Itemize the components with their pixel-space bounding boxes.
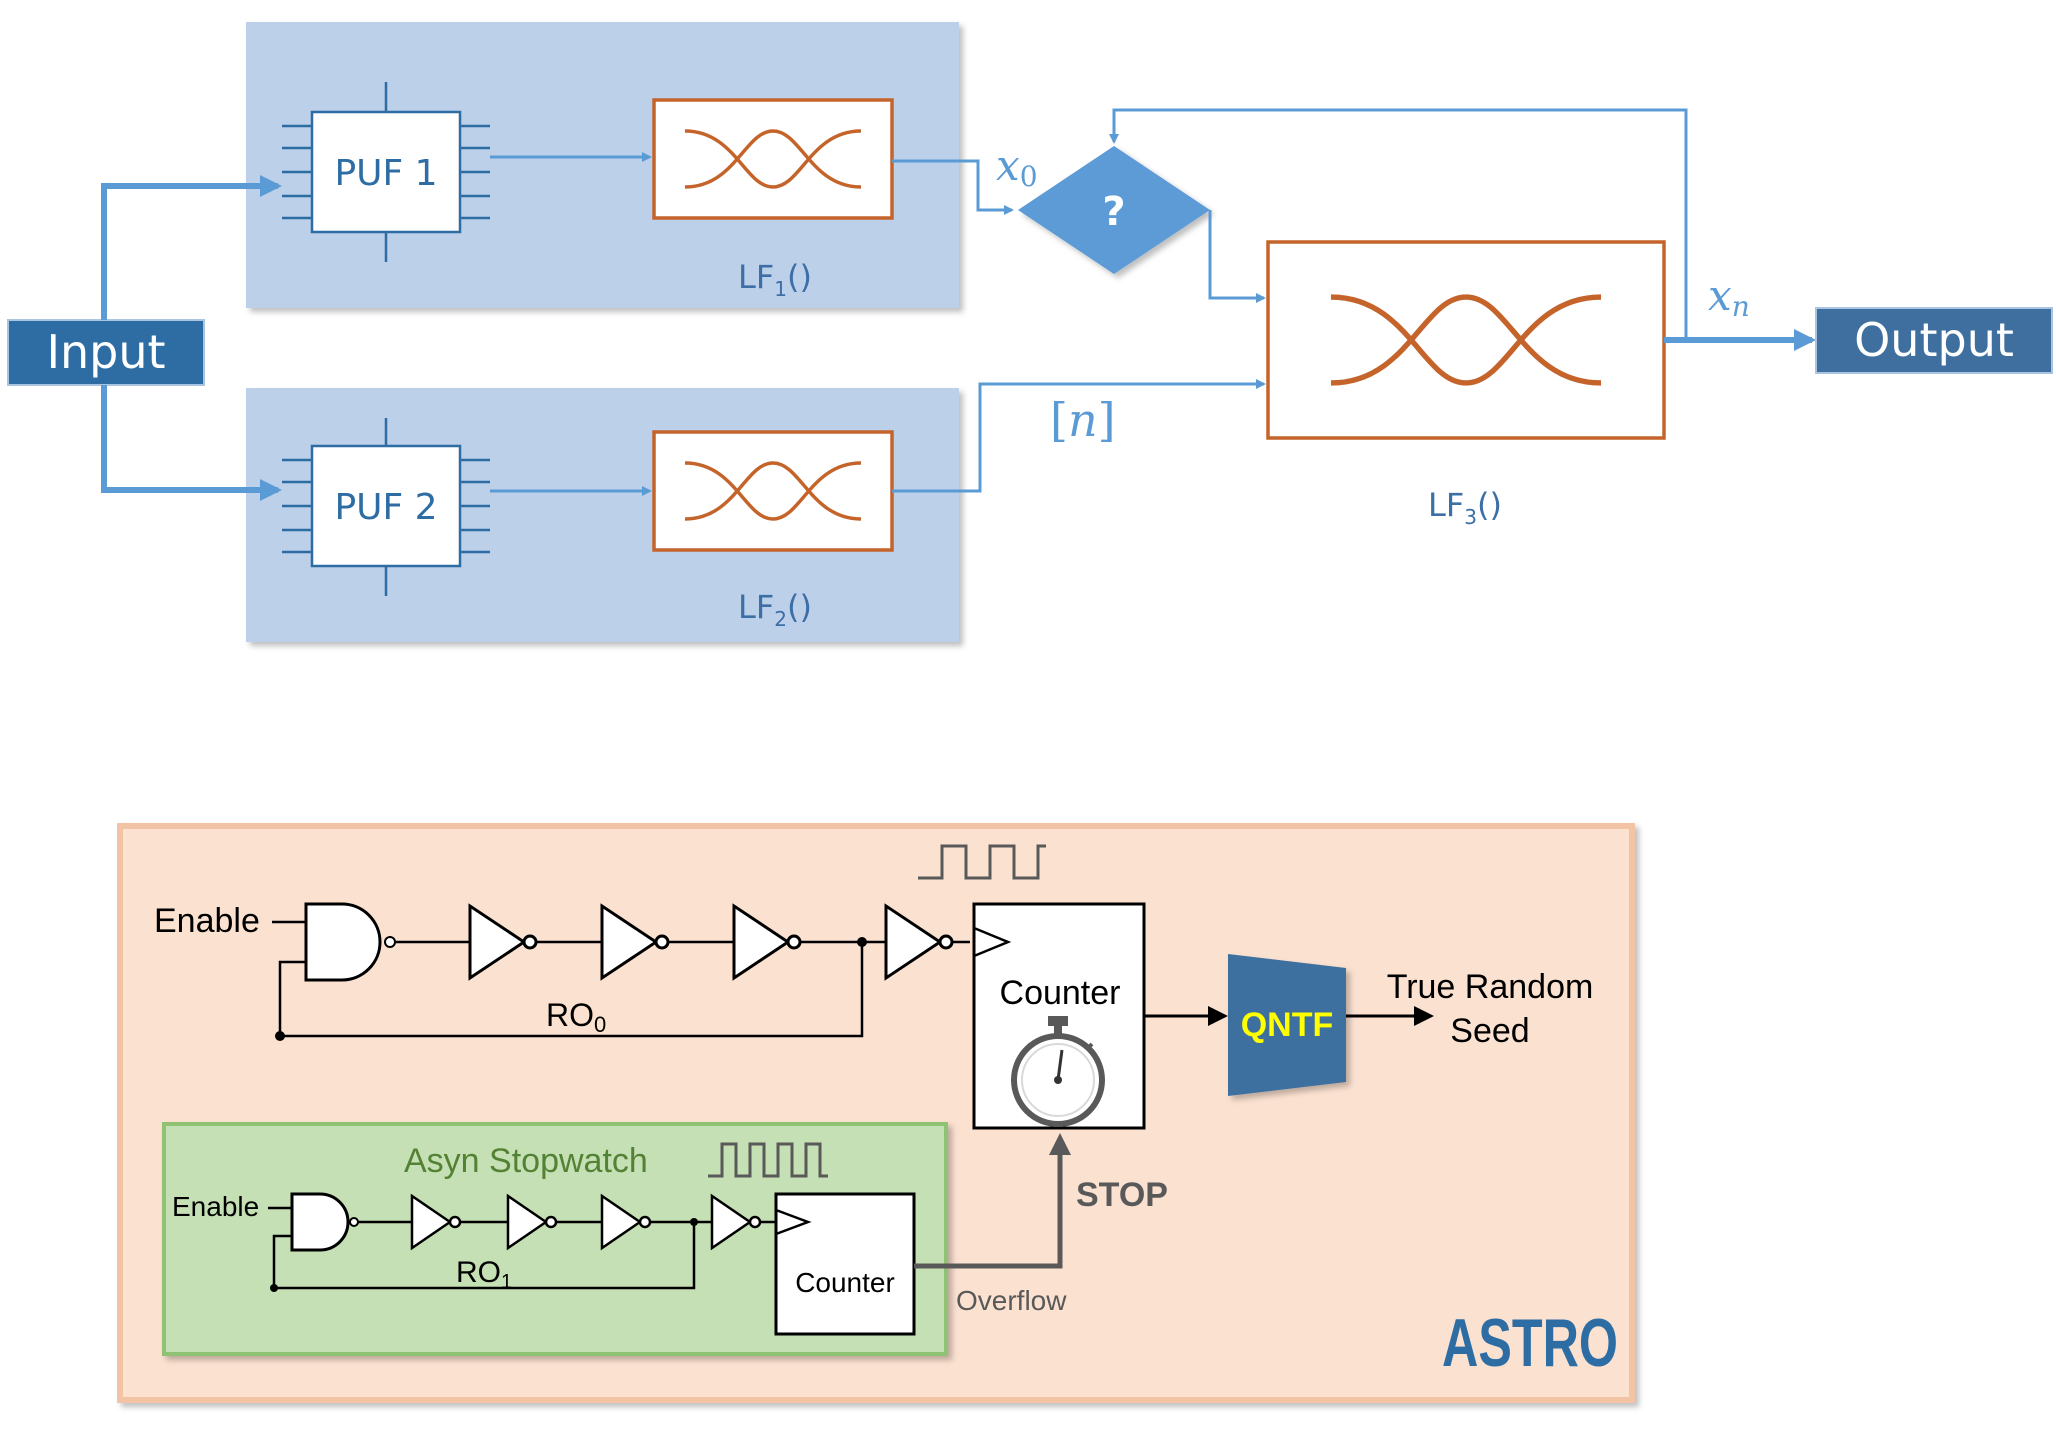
and-gate-main [304, 902, 382, 982]
enable-inner-label: Enable [172, 1191, 259, 1222]
ro0-label: RO0 [546, 997, 606, 1037]
lf1-to-decision [892, 159, 1014, 215]
stopwatch-title: Asyn Stopwatch [404, 1142, 648, 1180]
bottom-diagram: Enable RO0 Counter [117, 823, 1635, 1403]
seed-line1: True Random [1387, 968, 1594, 1006]
and-gate-main-bubble [384, 936, 396, 948]
decision-symbol: ? [1102, 189, 1125, 235]
counter-main-clock-pin [973, 926, 1012, 958]
input-label: Input [46, 325, 165, 379]
decision-diamond [1018, 146, 1210, 274]
clock-wave-ro0 [918, 844, 1046, 880]
top-diagram: Input PUF 1 PUF 2 [7, 22, 2053, 642]
xn-label: xn [1708, 271, 1750, 323]
ro0-inverters [468, 903, 954, 981]
lf1-box [652, 98, 894, 220]
output-box [1815, 307, 2053, 374]
lf3-label: LF3() [1428, 486, 1502, 529]
puf1-chip [282, 82, 490, 262]
qntf-label: QNTF [1241, 1006, 1334, 1044]
ro1-label: RO1 [456, 1256, 512, 1293]
puf2-chip [282, 418, 490, 596]
enable-main-label: Enable [154, 902, 260, 940]
stopwatch-icon [1011, 1016, 1105, 1127]
counter-inner-label: Counter [795, 1267, 895, 1298]
ro1-junction-left [270, 1284, 278, 1292]
counter-inner-box [774, 1192, 916, 1336]
input-branch-up [101, 175, 282, 320]
stop-label: STOP [1076, 1176, 1168, 1214]
puf1-label: PUF 1 [334, 153, 437, 194]
lf1-label: LF1() [738, 258, 812, 301]
ro1-inverters [410, 1193, 762, 1251]
overflow-stop-wire [914, 1133, 1071, 1269]
clock-wave-ro1 [708, 1142, 828, 1178]
decision-to-lf3 [1208, 210, 1266, 303]
seed-line2: Seed [1450, 1012, 1529, 1050]
lf2-label: LF2() [738, 588, 812, 631]
input-branch-down [101, 385, 282, 501]
counter-inner-clock-pin [775, 1208, 812, 1236]
and-gate-inner-bubble [349, 1217, 359, 1227]
ro0-junction-left [275, 1031, 285, 1041]
and-gate-inner [290, 1192, 350, 1252]
x0-label: x0 [996, 141, 1038, 193]
lf2-to-lf3 [892, 379, 1266, 493]
qntf-block [1228, 954, 1346, 1096]
puf2-label: PUF 2 [334, 487, 437, 528]
feedback-loop [1109, 108, 1688, 340]
astro-brand: ASTRO [1442, 1305, 1618, 1381]
output-label: Output [1854, 313, 2014, 367]
lf3-box [1266, 240, 1666, 440]
n-label: [n] [1050, 393, 1116, 447]
lf2-box [652, 430, 894, 552]
counter-main-label: Counter [1000, 974, 1121, 1012]
overflow-label: Overflow [956, 1285, 1067, 1316]
